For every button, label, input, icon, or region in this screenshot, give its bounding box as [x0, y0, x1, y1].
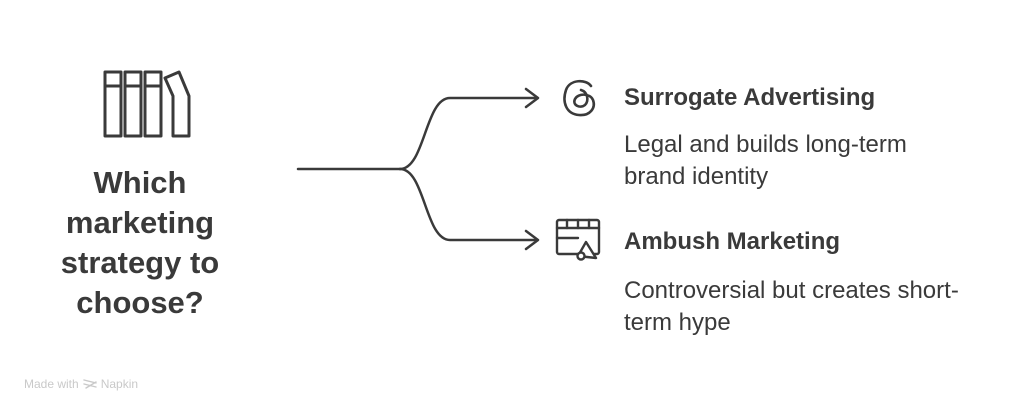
upper-branch [398, 96, 538, 171]
question-line: strategy to [60, 245, 220, 280]
lower-arrowhead [524, 229, 540, 251]
question-line: choose? [76, 285, 204, 320]
option-description: Legal and builds long-term brand identit… [624, 129, 1014, 193]
made-with-watermark: Made with Napkin [24, 376, 138, 392]
question-text: Which marketing strategy to choose? [40, 163, 240, 323]
option-title: Surrogate Advertising [624, 84, 876, 111]
bookshelf-icon [103, 70, 191, 138]
upper-arrowhead [524, 87, 540, 109]
threads-icon [563, 79, 596, 117]
question-line: marketing [65, 205, 215, 240]
description-line: term hype [624, 309, 731, 336]
lower-branch [398, 167, 538, 242]
napkin-logo-icon [83, 379, 97, 389]
option-title: Ambush Marketing [624, 228, 841, 255]
watermark-text: Made with [24, 377, 79, 391]
option-description: Controversial but creates short- term hy… [624, 275, 1014, 339]
question-line: Which [93, 165, 187, 200]
description-line: Controversial but creates short- [624, 277, 959, 304]
watermark-brand: Napkin [100, 377, 139, 391]
description-line: brand identity [624, 163, 769, 190]
description-line: Legal and builds long-term [624, 131, 907, 158]
billboard-megaphone-icon [555, 218, 601, 261]
